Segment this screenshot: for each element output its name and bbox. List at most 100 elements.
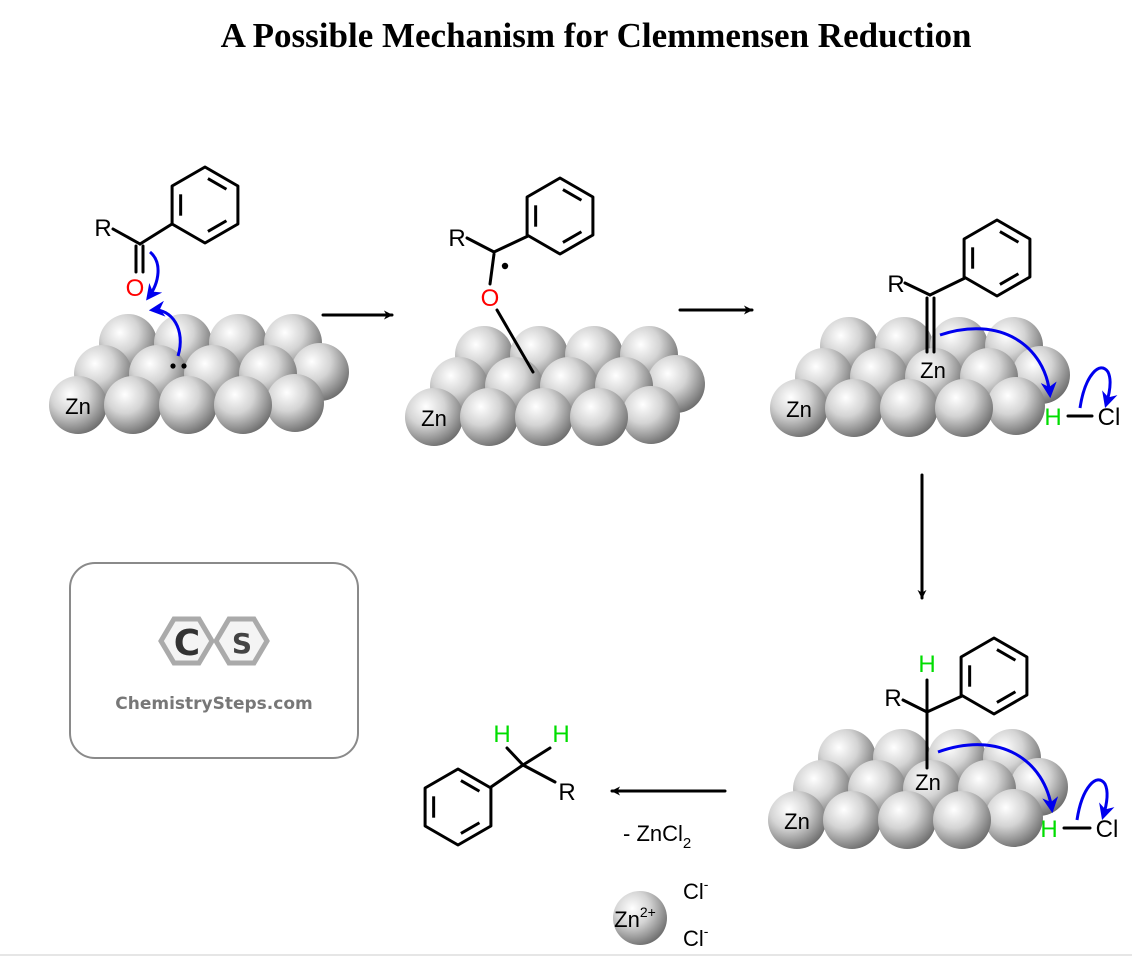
zinc-label: Zn [65, 394, 91, 419]
zinc-atom [49, 376, 107, 434]
zinc-atom [405, 388, 463, 446]
logo-text: ChemistrySteps.com [115, 694, 313, 714]
bond-o-zn [495, 308, 535, 374]
hydrogen-label: H [918, 651, 935, 678]
lone-pair-dot [181, 363, 187, 369]
benzene-ring-2 [525, 176, 595, 256]
zinc-ion-charge: 2+ [640, 904, 656, 920]
bond-c-r [901, 698, 929, 714]
benzene-ring-1-double-bond [207, 177, 228, 191]
electron-arrow-to-cl [1075, 778, 1115, 821]
zinc-atom [460, 388, 518, 446]
hydrogen-label: H [1040, 816, 1057, 843]
benzene-ring-2-double-bond [562, 188, 583, 202]
r-group-label: R [94, 215, 111, 242]
benzene-ring-3-double-bond [999, 272, 1020, 286]
benzene-ring-4-double-bond [996, 648, 1017, 662]
product-benzene-ring-double-bond [460, 779, 481, 793]
zinc-label: Zn [784, 809, 810, 834]
zinc-atom [987, 377, 1045, 435]
oxygen-label: O [481, 285, 500, 312]
chlorine-label: Cl [1096, 816, 1119, 843]
subscript: 2 [683, 835, 691, 852]
chemistry-steps-logo: C S [158, 616, 270, 666]
zinc-surface: Zn [49, 314, 349, 434]
logo-card: C S ChemistrySteps.com [69, 562, 359, 759]
bond-c-h [505, 746, 525, 767]
r-group-label: R [887, 271, 904, 298]
chloride-charge: - [704, 923, 709, 939]
hydrogen-label: H [493, 721, 510, 748]
lone-pair-dot [170, 363, 176, 369]
benzene-ring-4-double-bond [996, 690, 1017, 704]
benzene-ring-4 [959, 636, 1029, 716]
zinc-atom [825, 379, 883, 437]
zinc-surface: Zn [768, 729, 1068, 849]
electron-arrow-zn-to-c [148, 300, 182, 357]
benzene-ring-3 [962, 218, 1032, 298]
diagram-title: A Possible Mechanism for Clemmensen Redu… [220, 16, 972, 55]
chlorine-label: Cl [1098, 404, 1121, 431]
bond-c-r [465, 236, 496, 254]
zinc-label: Zn [786, 397, 812, 422]
zinc-atom [878, 791, 936, 849]
r-group-label: R [884, 685, 901, 712]
electron-arrow-to-cl [1078, 366, 1118, 409]
bond-c-ring [492, 234, 530, 254]
bond-c-r [521, 763, 557, 784]
benzene-ring-1 [170, 165, 240, 245]
bond-c-ring [489, 763, 525, 789]
bond-c-r [903, 281, 932, 297]
r-group-label: R [558, 779, 575, 806]
zinc-label: Zn [421, 406, 447, 431]
zinc-ion [613, 891, 667, 945]
benzene-ring-3-double-bond [999, 230, 1020, 244]
bond-c-ring [928, 276, 967, 297]
zinc-atom [880, 379, 938, 437]
chloride-label: Cl- [683, 923, 709, 951]
zinc-atom [823, 791, 881, 849]
logo-letter-s: S [232, 627, 252, 660]
logo-hexagon-s [213, 616, 270, 666]
zinc-surface: Zn [770, 317, 1070, 437]
zinc-surface: Zn [405, 326, 705, 446]
bond-c-o [488, 252, 496, 286]
bond-c-h [521, 746, 552, 767]
zinc-atom [159, 376, 217, 434]
bond-c-r [111, 227, 142, 246]
zinc-atom [570, 388, 628, 446]
electron-arrow-to-h [939, 327, 1057, 399]
zinc-atom [985, 789, 1043, 847]
r-group-label: R [448, 225, 465, 252]
zinc-atom [768, 791, 826, 849]
bond-c-ring [925, 694, 964, 714]
zinc-atom [622, 386, 680, 444]
hydrogen-label: H [552, 721, 569, 748]
logo-letter-c: C [174, 623, 200, 664]
zinc-atom [266, 374, 324, 432]
chloride-label: Cl- [683, 876, 709, 904]
benzene-ring-2-double-bond [562, 230, 583, 244]
hydrogen-label: H [1044, 404, 1061, 431]
zinc-atom [935, 379, 993, 437]
product-benzene-ring-double-bond [460, 821, 481, 835]
zinc-atom [104, 376, 162, 434]
zinc-atom [515, 388, 573, 446]
zinc-atom [214, 376, 272, 434]
electron-arrow-to-h [937, 743, 1059, 814]
bottom-divider [0, 954, 1132, 956]
zinc-bound-label: Zn [915, 770, 941, 795]
electron-arrow-pi-to-o [146, 250, 163, 301]
chloride-charge: - [704, 876, 709, 892]
zinc-bound-label: Zn [920, 358, 946, 383]
zinc-atom [770, 379, 828, 437]
benzene-ring-1-double-bond [207, 219, 228, 233]
bond-c-ring [138, 222, 174, 246]
zinc-atom [933, 791, 991, 849]
logo-hexagon-c [158, 616, 215, 666]
radical-dot [501, 262, 509, 270]
oxygen-label: O [126, 275, 145, 302]
